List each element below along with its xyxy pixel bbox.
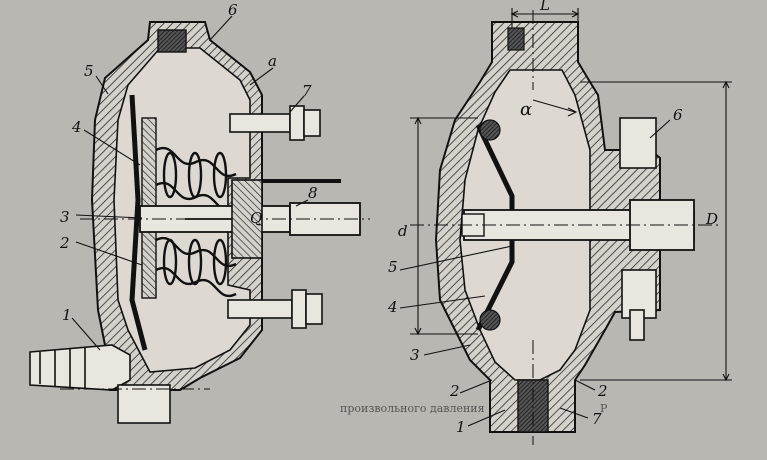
left-label-7: 7 [302,82,312,100]
left-regulator-section [29,15,370,424]
right-angle-alpha [532,99,578,117]
left-label-8: 8 [308,184,318,202]
right-regulator-section [399,8,732,445]
left-springs [155,146,237,298]
bottom-page-text-2: Р [600,402,608,415]
right-label-alpha: α [520,99,532,120]
left-label-Q: Q [250,209,262,227]
left-top-plug [157,29,187,53]
left-leader-lines [71,15,309,351]
right-label-3: 3 [410,346,420,364]
right-label-2-right: 2 [597,382,608,400]
right-top-cap [507,27,525,51]
left-inlet-nozzle [29,344,131,391]
right-label-2-left: 2 [449,382,460,400]
left-label-3: 3 [60,208,70,226]
right-bottom-outlet [517,340,549,445]
right-label-4: 4 [387,298,398,316]
left-label-4: 4 [71,118,82,136]
right-label-7: 7 [592,410,602,428]
left-hub [231,179,263,259]
right-leader-lines [399,119,671,427]
right-dim-d [410,116,478,336]
left-label-6: 6 [228,1,238,19]
right-label-D: D [705,210,718,228]
right-flange [619,117,657,341]
left-lower-bolt [227,289,323,329]
right-label-L: L [539,0,550,14]
left-label-2: 2 [59,234,70,252]
left-label-1: 1 [62,306,72,324]
left-diaphragm [129,94,148,351]
left-label-a: a [268,52,277,70]
right-label-d: d [398,222,408,240]
right-label-6: 6 [673,106,683,124]
bottom-page-text-1: произвольного давления [340,402,485,415]
left-label-5: 5 [84,62,94,80]
right-label-1: 1 [456,418,466,436]
right-seal-upper [479,119,501,141]
left-bottom-block [117,384,171,424]
left-upper-bolt [229,105,321,141]
right-label-5: 5 [388,258,398,276]
right-dim-D [580,80,732,382]
right-seal-lower [479,309,501,331]
right-dim-L [510,8,580,28]
